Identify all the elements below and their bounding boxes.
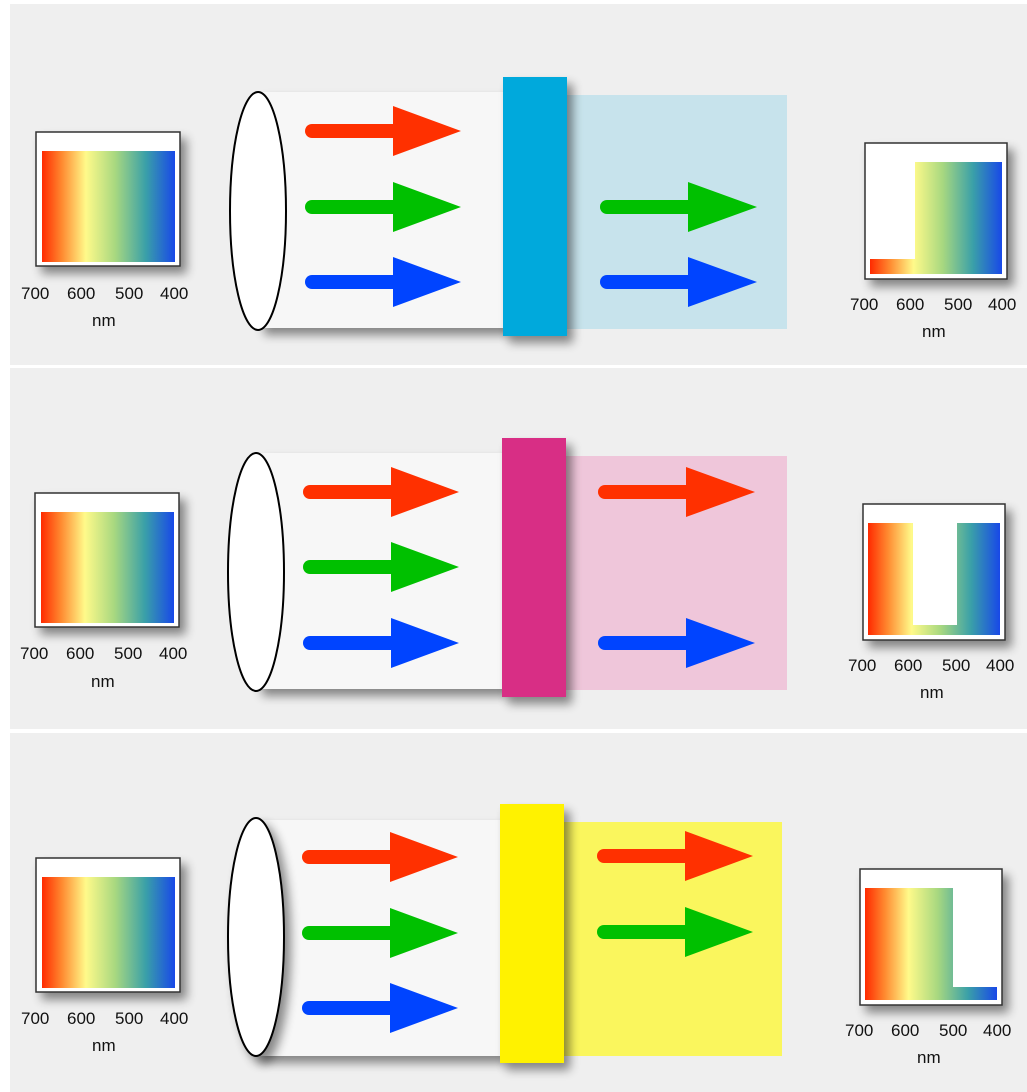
input-spectrum [35, 131, 181, 267]
input-arrow-blue [305, 257, 461, 307]
tick-400: 400 [160, 284, 188, 303]
panel-magenta: 700 600 500 400 nm 700 600 500 400 nm [10, 368, 1027, 729]
output-arrow-red [597, 831, 753, 881]
tick-400: 400 [983, 1021, 1011, 1040]
output-spectrum-fill [870, 162, 1002, 274]
tick-700: 700 [20, 644, 48, 663]
axis-unit: nm [91, 672, 115, 691]
tick-700: 700 [21, 284, 49, 303]
tick-600: 600 [66, 644, 94, 663]
tick-600: 600 [67, 1009, 95, 1028]
axis-unit: nm [917, 1048, 941, 1067]
input-arrow-blue [303, 618, 459, 668]
axis-unit: nm [92, 311, 116, 330]
output-arrow-red [598, 467, 755, 517]
tick-400: 400 [988, 295, 1016, 314]
tick-400: 400 [160, 1009, 188, 1028]
axis-unit: nm [920, 683, 944, 702]
input-arrow-red [305, 106, 461, 156]
output-arrow-green [597, 907, 753, 957]
tick-500: 500 [939, 1021, 967, 1040]
tick-700: 700 [21, 1009, 49, 1028]
magenta-filter [502, 438, 566, 697]
output-spectrum [862, 503, 1006, 641]
tick-400: 400 [159, 644, 187, 663]
input-arrow-blue [302, 983, 458, 1033]
output-spectrum [859, 868, 1003, 1006]
input-arrow-green [302, 908, 458, 958]
yellow-filter [500, 804, 564, 1063]
input-arrow-red [303, 467, 459, 517]
tick-600: 600 [891, 1021, 919, 1040]
tick-500: 500 [942, 656, 970, 675]
tick-500: 500 [114, 644, 142, 663]
tick-600: 600 [894, 656, 922, 675]
input-spectrum [35, 857, 181, 993]
input-spectrum [34, 492, 180, 628]
lens [227, 817, 285, 1057]
panel-cyan: 700 600 500 400 nm 700 600 500 400 nm [10, 4, 1027, 365]
tick-600: 600 [896, 295, 924, 314]
input-arrow-red [302, 832, 458, 882]
tick-700: 700 [850, 295, 878, 314]
tick-400: 400 [986, 656, 1014, 675]
tick-500: 500 [115, 1009, 143, 1028]
output-arrow-blue [600, 257, 757, 307]
output-arrow-green [600, 182, 757, 232]
cyan-filter [503, 77, 567, 336]
axis-unit: nm [922, 322, 946, 341]
lens [227, 452, 285, 692]
input-arrow-green [305, 182, 461, 232]
axis-unit: nm [92, 1036, 116, 1055]
input-arrow-green [303, 542, 459, 592]
tick-500: 500 [944, 295, 972, 314]
panel-yellow: 700 600 500 400 nm 700 600 500 400 nm [10, 733, 1027, 1092]
tick-600: 600 [67, 284, 95, 303]
tick-700: 700 [848, 656, 876, 675]
lens [229, 91, 287, 331]
tick-700: 700 [845, 1021, 873, 1040]
tick-500: 500 [115, 284, 143, 303]
output-arrow-blue [598, 618, 755, 668]
